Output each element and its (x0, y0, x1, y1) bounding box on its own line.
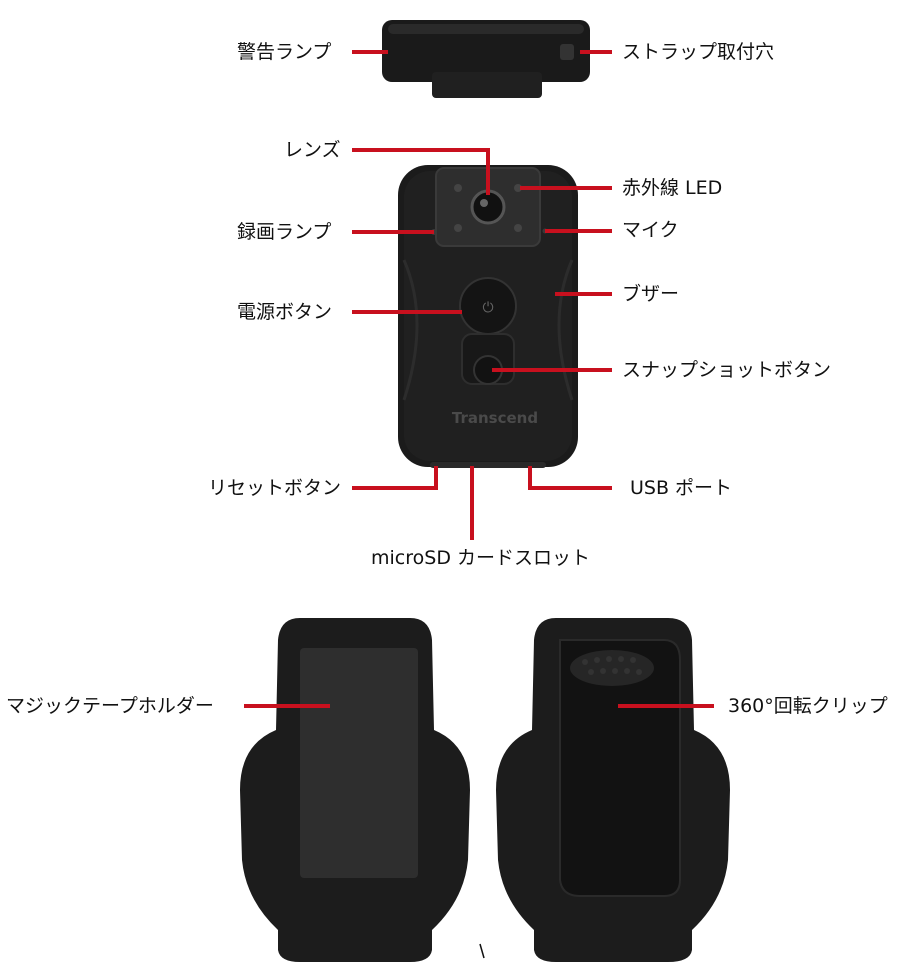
label-microphone: マイク (622, 219, 679, 241)
label-strap-hole: ストラップ取付穴 (622, 41, 775, 63)
label-buzzer: ブザー (622, 283, 680, 305)
label-infrared-led: 赤外線 LED (622, 177, 723, 199)
lens (470, 189, 506, 225)
leader-reset-button (352, 466, 438, 490)
label-reset-button: リセットボタン (208, 477, 342, 499)
clip-holder-image (479, 618, 730, 962)
label-microsd-slot: microSD カードスロット (371, 547, 590, 569)
leader-lens (352, 148, 490, 195)
camera-top-view (382, 20, 590, 98)
power-icon: ⏻ (482, 300, 493, 316)
leader-usb-port (528, 466, 612, 490)
label-snapshot-button: スナップショットボタン (622, 359, 832, 381)
brand-logo: Transcend (452, 409, 538, 427)
label-velcro-holder: マジックテープホルダー (6, 695, 214, 717)
label-usb-port: USB ポート (630, 477, 733, 499)
label-power-button: 電源ボタン (237, 301, 333, 323)
label-clip: 360°回転クリップ (728, 695, 888, 717)
label-warning-lamp: 警告ランプ (237, 41, 332, 63)
label-lens: レンズ (284, 139, 341, 161)
label-recording-lamp: 録画ランプ (237, 221, 332, 243)
velcro-patch (300, 648, 418, 878)
camera-front-view: ⏻ Transcend (398, 165, 578, 468)
leader-lines (244, 50, 714, 708)
velcro-holder-image (240, 618, 470, 962)
